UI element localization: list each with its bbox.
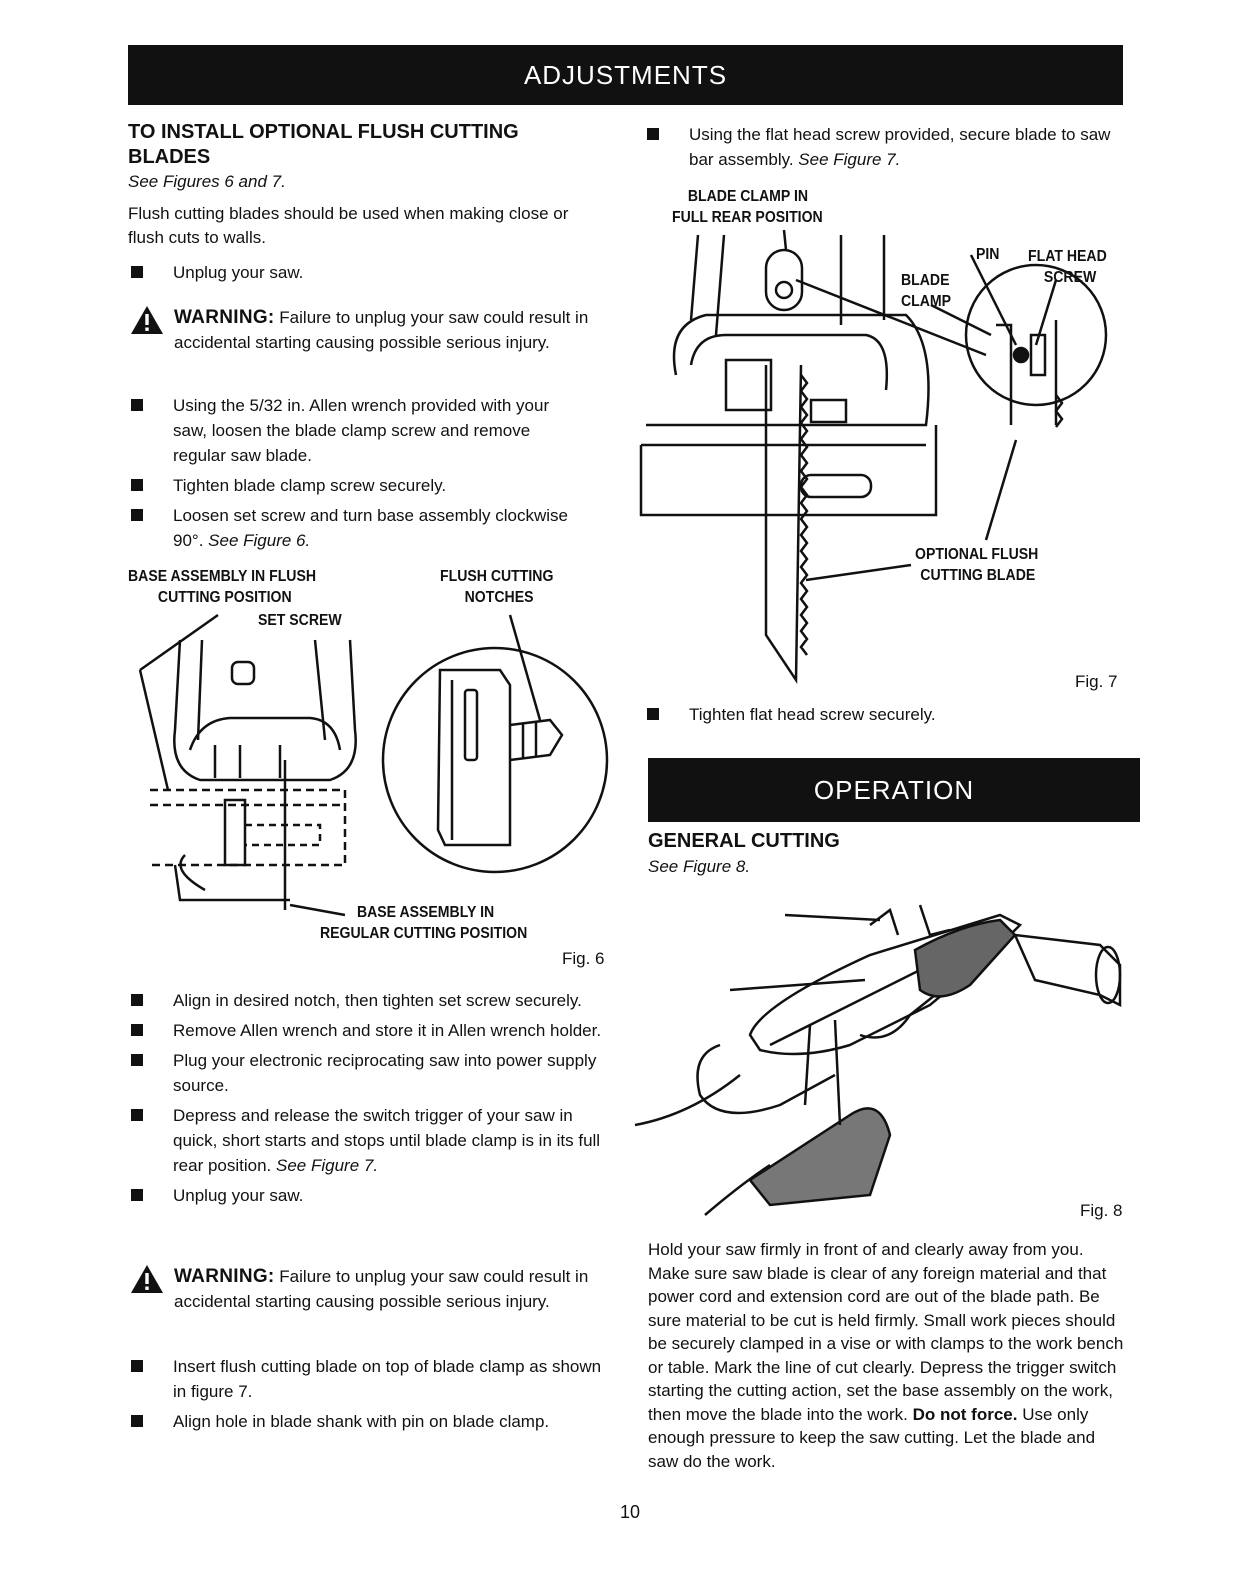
list-item: Unplug your saw. [128,1183,618,1208]
paragraph-bold: Do not force. [912,1404,1018,1424]
callout-optional-flush-blade: OPTIONAL FLUSH CUTTING BLADE [915,544,1038,586]
callout-base-regular: BASE ASSEMBLY IN REGULAR CUTTING POSITIO… [320,902,527,944]
operation-title: OPERATION [813,775,975,805]
list-item-text: Depress and release the switch trigger o… [173,1106,601,1175]
callout-line: FLAT HEAD [1028,248,1107,265]
see-figure-8: See Figure 8. [648,857,751,876]
warning-label: WARNING: [174,307,275,328]
list-item-ref: See Figure 7. [798,150,901,169]
callout-line: REGULAR CUTTING POSITION [320,925,528,942]
callout-line: BLADE [901,272,950,289]
heading-line-2: BLADES [128,146,211,168]
page-number: 10 [620,1502,641,1522]
callout-blade-clamp-rear: BLADE CLAMP IN FULL REAR POSITION [672,186,823,228]
list-item: Plug your electronic reciprocating saw i… [128,1048,618,1098]
callout-set-screw: SET SCREW [258,612,342,629]
figure-6-label: Fig. 6 [562,949,605,968]
list-item-text: Loosen set screw and turn base assembly … [173,506,568,550]
paragraph-text: Use only enough pressure to keep the saw… [648,1404,1096,1471]
intro-paragraph: Flush cutting blades should be used when… [128,204,569,247]
section-heading-flush-blades: TO INSTALL OPTIONAL FLUSH CUTTING BLADES [128,120,598,170]
adjustments-banner: ADJUSTMENTS [128,45,1123,105]
callout-line: BLADE CLAMP IN [687,188,809,205]
list-item-text: Using the flat head screw provided, secu… [689,125,1111,169]
callout-line: FULL REAR POSITION [672,209,823,226]
list-item: Insert flush cutting blade on top of bla… [128,1354,618,1404]
callout-line: OPTIONAL FLUSH [915,546,1039,563]
warning-triangle-icon [131,306,163,334]
callout-line: BASE ASSEMBLY IN FLUSH [128,568,317,585]
list-item-ref: See Figure 7. [276,1156,379,1175]
callout-line: NOTCHES [464,589,534,606]
figure-8-label: Fig. 8 [1080,1201,1123,1220]
operation-banner: OPERATION [648,758,1140,822]
list-item-ref: See Figure 6. [208,531,311,550]
callout-blade-clamp: BLADE CLAMP [901,270,951,312]
callout-flush-notches: FLUSH CUTTING NOTCHES [440,566,553,608]
callout-pin: PIN [976,246,1000,263]
list-item: Tighten blade clamp screw securely. [128,473,578,498]
callout-line: CUTTING BLADE [920,567,1036,584]
figure-7-illustration [636,225,1126,695]
warning-text: Failure to unplug your saw could result … [174,1267,589,1311]
list-item: Align in desired notch, then tighten set… [128,988,618,1013]
callout-base-flush: BASE ASSEMBLY IN FLUSH CUTTING POSITION [128,566,316,608]
bullet-list-tighten: Tighten flat head screw securely. [644,702,1124,727]
paragraph-text: Hold your saw firmly in front of and cle… [648,1240,1124,1424]
adjustments-title: ADJUSTMENTS [523,60,728,90]
list-item: Remove Allen wrench and store it in Alle… [128,1018,618,1043]
bullet-list-unplug: Unplug your saw. [128,260,583,285]
warning-block-1: WARNING: Failure to unplug your saw coul… [130,305,604,355]
list-item: Align hole in blade shank with pin on bl… [128,1409,618,1434]
warning-label: WARNING: [174,1266,275,1287]
warning-block-2: WARNING: Failure to unplug your saw coul… [130,1264,624,1314]
list-item: Tighten flat head screw securely. [644,702,1124,727]
see-figures-6-7: See Figures 6 and 7. [128,172,286,191]
heading-line-1: TO INSTALL OPTIONAL FLUSH CUTTING [128,121,519,143]
bullet-list-steps-b: Align in desired notch, then tighten set… [128,988,618,1208]
list-item: Depress and release the switch trigger o… [128,1103,618,1178]
general-cutting-paragraph: Hold your saw firmly in front of and cle… [648,1238,1124,1473]
list-item: Unplug your saw. [128,260,583,285]
bullet-list-secure: Using the flat head screw provided, secu… [644,122,1124,172]
bullet-list-steps-c: Insert flush cutting blade on top of bla… [128,1354,618,1434]
warning-triangle-icon [131,1265,163,1293]
bullet-list-steps-a: Using the 5/32 in. Allen wrench provided… [128,393,578,553]
warning-text: Failure to unplug your saw could result … [174,308,589,352]
general-cutting-heading: GENERAL CUTTING [648,830,840,852]
figure-8-illustration [630,895,1130,1225]
list-item: Loosen set screw and turn base assembly … [128,503,578,553]
list-item: Using the flat head screw provided, secu… [644,122,1124,172]
figure-7-label: Fig. 7 [1075,672,1118,691]
callout-line: FLUSH CUTTING [440,568,554,585]
callout-line: CUTTING POSITION [157,589,292,606]
figure-6-illustration [130,600,620,930]
list-item: Using the 5/32 in. Allen wrench provided… [128,393,578,468]
callout-line: BASE ASSEMBLY IN [356,904,495,921]
callout-line: CLAMP [901,293,952,310]
